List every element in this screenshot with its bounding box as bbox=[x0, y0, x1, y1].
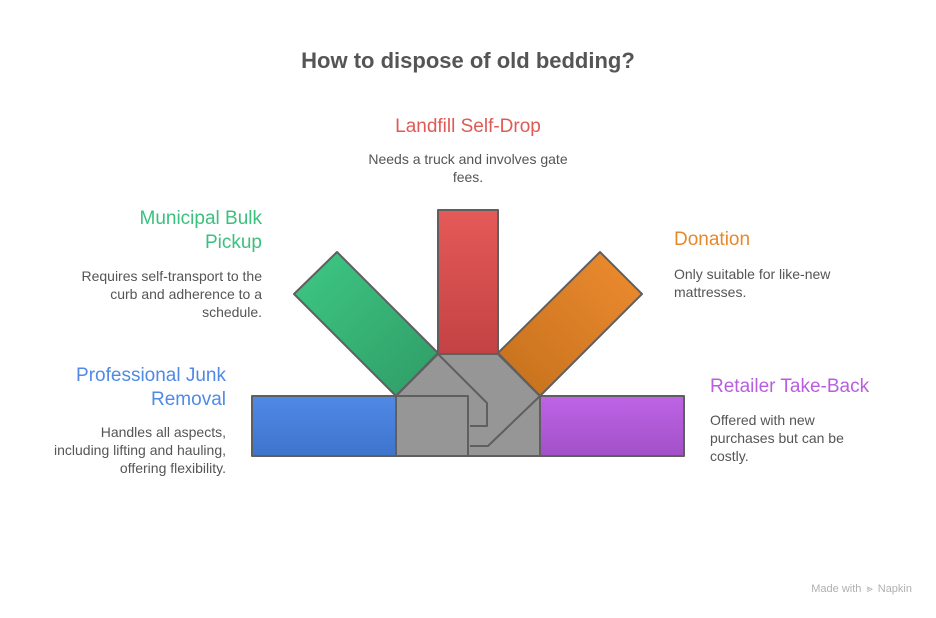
donation-description: Only suitable for like-new mattresses. bbox=[674, 266, 831, 300]
made-with-napkin: Made with ⪢ Napkin bbox=[811, 583, 912, 596]
made-with-label: Made with bbox=[811, 583, 862, 595]
landfill-title: Landfill Self-Drop bbox=[395, 116, 541, 137]
professional-title: Professional Junk Removal bbox=[76, 365, 226, 410]
retailer-description: Offered with new purchases but can be co… bbox=[710, 412, 844, 464]
page-title: How to dispose of old bedding? bbox=[301, 48, 635, 73]
napkin-icon: ⪢ bbox=[866, 583, 873, 595]
hub-bend-left bbox=[396, 395, 469, 456]
professional-bar bbox=[251, 395, 397, 457]
donation-title: Donation bbox=[674, 229, 751, 250]
retailer-title: Retailer Take-Back bbox=[710, 376, 870, 397]
retailer-bar bbox=[539, 395, 685, 457]
landfill-bar bbox=[437, 209, 499, 355]
landfill-description: Needs a truck and involves gate fees. bbox=[368, 151, 568, 185]
professional-description: Handles all aspects, including lifting a… bbox=[53, 424, 226, 476]
hub-bend-center bbox=[437, 353, 488, 427]
hub-bend-right bbox=[470, 353, 541, 447]
napkin-brand: Napkin bbox=[877, 583, 912, 595]
municipal-title: Municipal Bulk Pickup bbox=[139, 208, 263, 253]
municipal-description: Requires self-transport to the curb and … bbox=[81, 268, 262, 320]
